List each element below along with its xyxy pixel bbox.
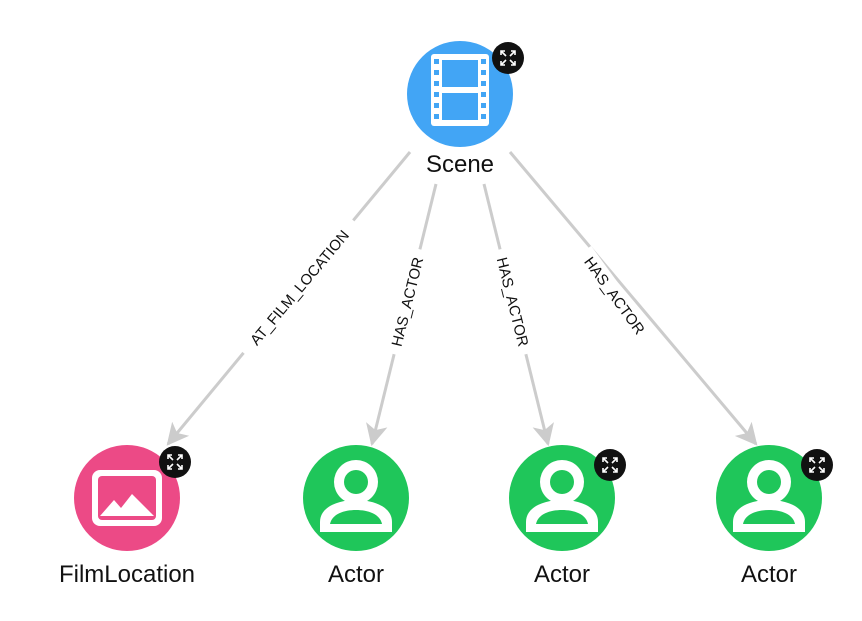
node-label: FilmLocation — [59, 561, 195, 588]
node-film-location[interactable]: FilmLocation — [59, 445, 195, 588]
image-icon — [92, 470, 162, 526]
node-actor-2[interactable]: Actor — [509, 445, 626, 588]
expand-arrows-icon — [602, 457, 618, 473]
node-actor-3[interactable]: Actor — [716, 445, 833, 588]
edge-has-actor-2[interactable]: HAS_ACTOR — [482, 183, 554, 447]
film-strip-icon — [431, 54, 489, 126]
node-label: Actor — [328, 561, 384, 588]
node-actor-1[interactable]: Actor — [303, 445, 409, 588]
edge-label: AT_FILM_LOCATION — [247, 227, 353, 349]
edge-has-actor-3[interactable]: HAS_ACTOR — [508, 151, 758, 446]
expand-arrows-icon — [500, 50, 516, 66]
node-label: Actor — [741, 561, 797, 588]
edge-has-actor-1[interactable]: HAS_ACTOR — [366, 183, 438, 447]
edge-label: HAS_ACTOR — [389, 255, 428, 348]
edge-label-bg — [384, 246, 432, 358]
expand-button[interactable] — [594, 449, 626, 481]
edge-at-film-location[interactable]: AT_FILM_LOCATION — [166, 151, 412, 446]
edge-label: HAS_ACTOR — [580, 254, 648, 338]
expand-arrows-icon — [167, 454, 183, 470]
edge-label-bg — [236, 215, 364, 361]
expand-arrows-icon — [809, 457, 825, 473]
expand-button[interactable] — [159, 446, 191, 478]
node-label: Actor — [534, 561, 590, 588]
edge-label: HAS_ACTOR — [493, 256, 532, 349]
person-icon — [320, 460, 392, 532]
person-icon — [526, 460, 598, 532]
edge-line — [508, 151, 758, 446]
expand-button[interactable] — [801, 449, 833, 481]
node-scene[interactable]: Scene — [407, 41, 524, 178]
node-label: Scene — [426, 151, 494, 178]
edge-label-bg — [488, 246, 536, 358]
person-icon — [733, 460, 805, 532]
edge-label-bg — [573, 245, 655, 347]
expand-button[interactable] — [492, 42, 524, 74]
